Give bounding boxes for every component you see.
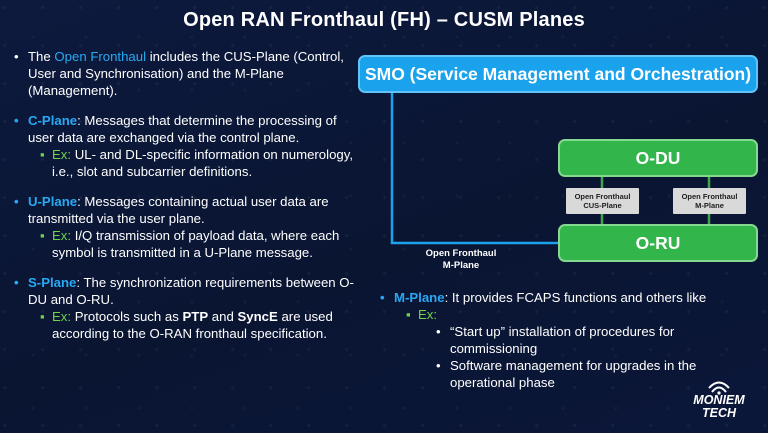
m-plane-item-text: “Start up” installation of procedures fo… — [450, 324, 675, 356]
s-plane-ex-ptp: PTP — [182, 309, 209, 324]
bullet-dot-icon: • — [436, 358, 441, 373]
u-plane-ex-desc: I/Q transmission of payload data, where … — [52, 228, 340, 260]
intro-post: includes the CUS-Plane (Control, User an… — [28, 49, 344, 98]
intro-highlight: Open Fronthaul — [54, 49, 147, 64]
bullet-dot-icon: • — [14, 194, 19, 209]
m-plane-connector-line — [390, 93, 558, 245]
u-plane-bullet: • U-Plane: Messages containing actual us… — [14, 193, 364, 227]
oru-box: O-RU — [558, 224, 758, 262]
m-plane-ex-label: Ex: — [418, 307, 438, 322]
c-plane-ex-label: Ex: — [52, 147, 72, 162]
mline-label-line1: Open Fronthaul — [425, 248, 497, 259]
m-plane-text: M-Plane: It provides FCAPS functions and… — [394, 289, 706, 306]
m-plane-example: ▪ Ex: — [406, 306, 750, 323]
s-plane-example: ▪ Ex: Protocols such as PTP and SyncE ar… — [40, 308, 364, 342]
u-plane-label: U-Plane — [28, 194, 78, 209]
bullet-square-icon: ▪ — [40, 147, 45, 162]
bullet-dot-icon: • — [14, 113, 19, 128]
moniem-tech-logo: MONIEM TECH — [682, 379, 756, 425]
logo-line1: MONIEM — [693, 393, 745, 407]
u-plane-text: U-Plane: Messages containing actual user… — [28, 193, 364, 227]
c-plane-example-text: Ex: UL- and DL-specific information on n… — [52, 146, 364, 180]
s-plane-ex-synce: SyncE — [237, 309, 278, 324]
logo-line2: TECH — [701, 406, 737, 420]
fh-cus-line2: CUS-Plane — [583, 201, 622, 210]
c-plane-ex-desc: UL- and DL-specific information on numer… — [52, 147, 354, 179]
m-plane-desc: : It provides FCAPS functions and others… — [444, 290, 707, 305]
c-plane-text: C-Plane: Messages that determine the pro… — [28, 112, 364, 146]
bullet-dot-icon: • — [380, 290, 385, 305]
u-plane-example: ▪ Ex: I/Q transmission of payload data, … — [40, 227, 364, 261]
fronthaul-m-plane-label: Open Fronthaul M-Plane — [673, 188, 746, 214]
bullet-square-icon: ▪ — [40, 228, 45, 243]
u-plane-example-text: Ex: I/Q transmission of payload data, wh… — [52, 227, 364, 261]
u-plane-desc: : Messages containing actual user data a… — [28, 194, 329, 226]
odu-box: O-DU — [558, 139, 758, 177]
m-plane-label: M-Plane — [394, 290, 445, 305]
left-text-column: • The Open Fronthaul includes the CUS-Pl… — [14, 48, 364, 342]
intro-text: The Open Fronthaul includes the CUS-Plan… — [28, 48, 364, 99]
u-plane-ex-label: Ex: — [52, 228, 72, 243]
mline-label-line2: M-Plane — [442, 260, 480, 271]
fh-cus-line1: Open Fronthaul — [574, 192, 631, 201]
bullet-square-icon: ▪ — [40, 309, 45, 324]
c-plane-bullet: • C-Plane: Messages that determine the p… — [14, 112, 364, 146]
c-plane-example: ▪ Ex: UL- and DL-specific information on… — [40, 146, 364, 180]
s-plane-ex-label: Ex: — [52, 309, 72, 324]
fh-m-line2: M-Plane — [695, 201, 724, 210]
fronthaul-cus-plane-label: Open Fronthaul CUS-Plane — [566, 188, 639, 214]
s-plane-label: S-Plane — [28, 275, 77, 290]
c-plane-label: C-Plane — [28, 113, 78, 128]
bullet-dot-icon: • — [14, 275, 19, 290]
c-plane-desc: : Messages that determine the processing… — [28, 113, 337, 145]
m-plane-text-column: • M-Plane: It provides FCAPS functions a… — [380, 289, 750, 391]
m-plane-item: • “Start up” installation of procedures … — [436, 323, 750, 357]
intro-bullet: • The Open Fronthaul includes the CUS-Pl… — [14, 48, 364, 99]
m-plane-item-text: Software management for upgrades in the … — [450, 358, 697, 390]
s-plane-text: S-Plane: The synchronization requirement… — [28, 274, 364, 308]
bullet-dot-icon: • — [436, 324, 441, 339]
bullet-dot-icon: • — [14, 49, 19, 64]
smo-oru-m-plane-label: Open Fronthaul M-Plane — [416, 248, 506, 272]
intro-pre: The — [28, 49, 55, 64]
logo-text: MONIEM TECH — [682, 394, 756, 420]
slide-title: Open RAN Fronthaul (FH) – CUSM Planes — [183, 9, 585, 31]
smo-box: SMO (Service Management and Orchestratio… — [358, 55, 758, 93]
s-plane-ex-part1: Protocols such as — [71, 309, 183, 324]
s-plane-example-text: Ex: Protocols such as PTP and SyncE are … — [52, 308, 364, 342]
m-plane-bullet: • M-Plane: It provides FCAPS functions a… — [380, 289, 750, 306]
wifi-signal-icon — [708, 381, 730, 395]
s-plane-ex-part2: and — [208, 309, 238, 324]
s-plane-bullet: • S-Plane: The synchronization requireme… — [14, 274, 364, 308]
s-plane-ex-part3: are used according to the O-RAN fronthau… — [52, 309, 333, 341]
m-plane-item: • Software management for upgrades in th… — [436, 357, 750, 391]
s-plane-desc: : The synchronization requirements betwe… — [28, 275, 354, 307]
fh-m-line1: Open Fronthaul — [681, 192, 738, 201]
bullet-square-icon: ▪ — [406, 307, 411, 322]
